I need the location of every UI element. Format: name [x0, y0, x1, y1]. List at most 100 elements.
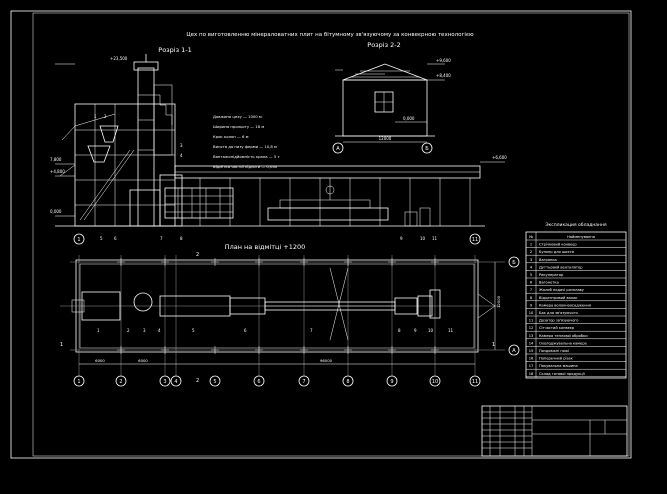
svg-text:5: 5 — [213, 379, 216, 385]
level-right: +6,600 — [492, 155, 507, 160]
svg-text:3: 3 — [163, 379, 166, 385]
note-1: Довжина цеху — 1000 м — [213, 114, 262, 119]
legend-table — [525, 231, 627, 379]
svg-text:4: 4 — [180, 153, 183, 158]
svg-text:7: 7 — [310, 328, 313, 333]
legend-item-no: 17 — [529, 364, 534, 368]
s2-level-mid: +8,400 — [436, 73, 451, 78]
legend-item-no: 16 — [529, 357, 534, 361]
plan-title: План на відмітці +1200 — [225, 243, 306, 251]
legend-item-no: 8 — [530, 296, 533, 300]
note-2: Ширина прольоту — 18 м — [213, 124, 264, 129]
section-1-1-drawing — [55, 54, 505, 227]
plan-dim-1: 6000 — [95, 358, 105, 363]
legend-item-no: 15 — [529, 349, 534, 353]
legend-item-name: Вагранка — [539, 258, 557, 262]
drawing-title: Цех по виготовленню мінераловатних плит … — [186, 32, 474, 38]
level-top: +23,500 — [110, 56, 128, 61]
legend-item-name: Сітчастий конвеєр — [539, 326, 575, 330]
legend-item-name: Поздовжні ножі — [539, 349, 569, 353]
plan-callouts: 1 2 3 4 5 6 7 8 9 10 11 — [97, 328, 454, 333]
legend-item-no: 10 — [529, 311, 534, 315]
svg-text:9: 9 — [414, 328, 417, 333]
level-mid: 7,800 — [50, 157, 62, 162]
svg-text:7: 7 — [302, 379, 305, 385]
svg-text:4: 4 — [158, 328, 161, 333]
legend-item-no: 4 — [530, 265, 533, 269]
plan-dim-3: 96000 — [320, 358, 333, 363]
svg-text:1: 1 — [94, 114, 97, 119]
s2-level-floor: 0,000 — [403, 116, 415, 121]
section-2-title: Розріз 2-2 — [367, 41, 400, 49]
section-1-title: Розріз 1-1 — [158, 46, 191, 54]
plan-dim-2: 6000 — [138, 358, 148, 363]
svg-text:8: 8 — [398, 328, 401, 333]
legend-item-name: Склад готової продукції — [539, 372, 586, 376]
svg-text:2: 2 — [119, 379, 122, 385]
svg-text:2: 2 — [127, 328, 130, 333]
legend-item-no: 2 — [530, 250, 532, 254]
svg-text:А: А — [336, 146, 340, 152]
sheet-frame — [10, 10, 632, 459]
legend-item-name: Поперечний різак — [539, 357, 574, 361]
legend-item-no: 11 — [529, 319, 534, 323]
legend-item-no: 12 — [529, 326, 534, 330]
legend-item-name: Камера волокноосадження — [539, 303, 591, 307]
title-block — [481, 405, 628, 457]
s2-axis-b — [421, 142, 433, 154]
svg-text:6: 6 — [114, 236, 117, 241]
svg-text:11: 11 — [432, 236, 438, 241]
legend-item-name: Рекуператор — [539, 273, 564, 277]
plan-dim-4: 12000 — [496, 295, 501, 308]
cut-mark-1: 1 — [60, 342, 63, 348]
svg-text:8: 8 — [346, 379, 349, 385]
svg-text:2: 2 — [104, 114, 107, 119]
svg-text:3: 3 — [143, 328, 146, 333]
legend-item-no: 6 — [530, 281, 533, 285]
svg-text:11: 11 — [448, 328, 454, 333]
legend-item-no: 7 — [530, 288, 532, 292]
section-1-axes: 1 11 — [73, 233, 481, 245]
svg-text:9: 9 — [400, 236, 403, 241]
svg-text:9: 9 — [390, 379, 393, 385]
plan-axis-numbers: 1 2 3 4 5 6 7 8 9 10 11 — [73, 375, 481, 387]
svg-text:10: 10 — [428, 328, 434, 333]
svg-text:11: 11 — [472, 237, 478, 243]
svg-text:7: 7 — [160, 236, 163, 241]
svg-text:1: 1 — [77, 379, 80, 385]
legend-item-name: Камера теплової обробки — [539, 334, 588, 338]
svg-text:3: 3 — [180, 143, 183, 148]
plan-drawing — [60, 255, 505, 376]
svg-text:1: 1 — [97, 328, 100, 333]
legend-item-no: 13 — [529, 334, 534, 338]
legend-header-no: № — [529, 235, 533, 239]
legend-item-name: Бункер для шихти — [539, 250, 575, 254]
legend-item-name: Бак для зв'язуючого — [539, 311, 578, 315]
level-low: +4,800 — [50, 169, 65, 174]
svg-text:Б: Б — [512, 260, 516, 266]
note-5: Вантажопідйомність крана — 5 т — [213, 154, 280, 159]
cut-mark-2b: 2 — [196, 378, 199, 384]
s2-span: 12000 — [379, 136, 392, 141]
legend-title: Экспликация обладнання — [545, 222, 607, 228]
plan-axis-letters: Б А — [508, 256, 520, 356]
svg-text:1: 1 — [77, 237, 80, 243]
legend-item-name: Дуттьовий вентилятор — [539, 265, 583, 269]
s2-axis-a — [332, 142, 344, 154]
section-2-2-drawing — [335, 63, 445, 143]
svg-text:А: А — [512, 348, 516, 354]
svg-text:8: 8 — [180, 236, 183, 241]
legend-item-name: Пакувальна машина — [539, 364, 578, 368]
legend-item-no: 5 — [530, 273, 532, 277]
legend-item-name: Відцентровий валок — [539, 296, 578, 300]
notes-block: Довжина цеху — 1000 м Ширина прольоту — … — [213, 114, 280, 169]
legend-item-no: 3 — [530, 258, 532, 262]
svg-text:5: 5 — [192, 328, 195, 333]
svg-text:10: 10 — [420, 236, 426, 241]
svg-text:4: 4 — [174, 379, 177, 385]
section-1-callouts: 1 2 3 4 5 6 7 8 9 10 11 — [94, 114, 438, 241]
legend-item-name: Вагонетка — [539, 281, 559, 285]
svg-text:6: 6 — [244, 328, 247, 333]
